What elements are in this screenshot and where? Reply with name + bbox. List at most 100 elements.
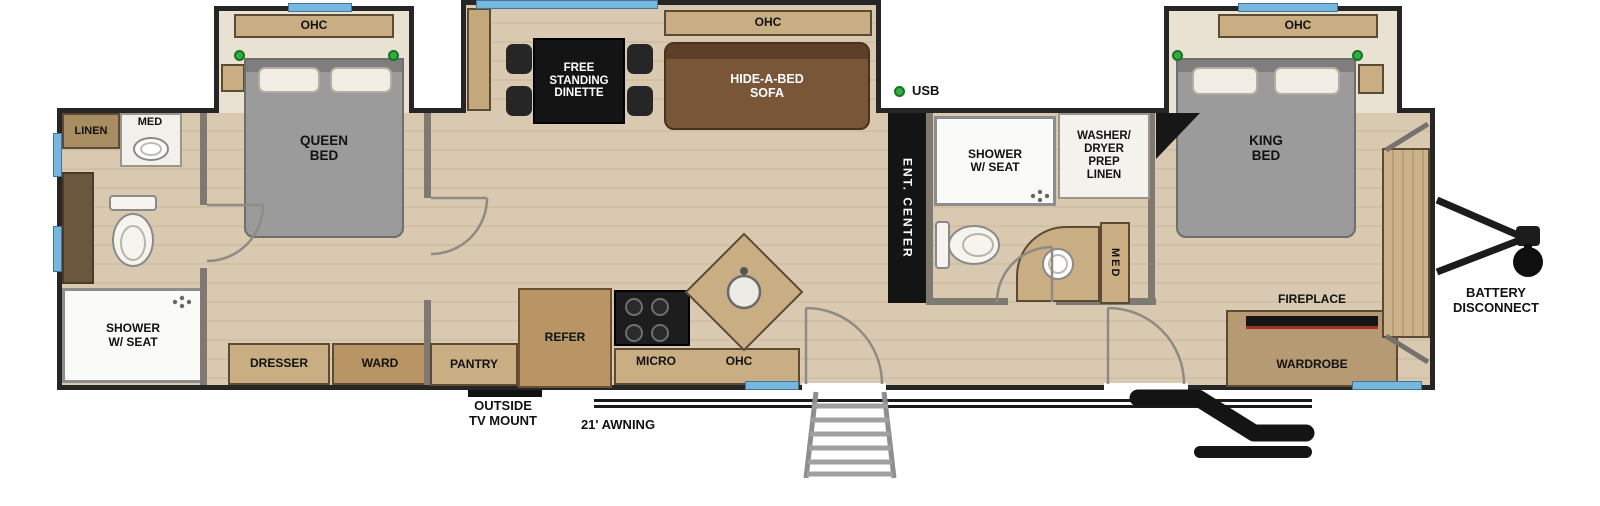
pillow: [330, 67, 392, 93]
refer-label: REFER: [544, 330, 586, 345]
dresser: DRESSER: [228, 343, 330, 385]
dinette-table: FREE STANDING DINETTE: [533, 38, 625, 124]
living-overhead-cabinet: OHC: [664, 10, 872, 36]
med-rear-label-box: MED: [118, 116, 182, 128]
kitchen-ohc-label: OHC: [725, 354, 753, 368]
pantry: PANTRY: [430, 343, 518, 386]
front-wardrobe-closet: [1382, 148, 1430, 338]
window: [476, 0, 658, 9]
shower-head-icon: [1030, 189, 1050, 203]
rear-ohc-label: OHC: [300, 18, 328, 33]
toilet-tank: [109, 195, 157, 211]
ent-center-label: ENT. CENTER: [900, 157, 915, 259]
awning-label-box: 21' AWNING: [562, 417, 674, 433]
linen-cabinet: LINEN: [62, 113, 120, 149]
wall: [424, 300, 431, 385]
awning-label: 21' AWNING: [580, 417, 656, 432]
wall: [926, 113, 933, 305]
led-light-indicator: [388, 50, 399, 61]
toilet-bowl: [120, 225, 146, 261]
rear-shower: SHOWER W/ SEAT: [62, 288, 204, 383]
fireplace-insert: [1246, 316, 1378, 329]
wardrobe-label: WARDROBE: [1276, 357, 1348, 371]
wall: [200, 268, 207, 385]
angled-wall: [1384, 121, 1430, 365]
dinette-label: FREE STANDING DINETTE: [549, 61, 609, 100]
toilet: [948, 225, 1000, 265]
window: [53, 133, 62, 177]
dresser-label: DRESSER: [249, 356, 308, 371]
living-ohc-label: OHC: [754, 15, 782, 30]
toilet: [112, 213, 154, 267]
usb-label: USB: [912, 83, 940, 98]
bath-counter: [62, 172, 94, 284]
kitchen-faucet: [740, 267, 748, 275]
wall: [424, 113, 431, 198]
hitch-a-frame: [1435, 196, 1522, 276]
door-swing: [206, 196, 1186, 385]
corner-shelf: [1156, 113, 1200, 159]
outside-tv-mount-bracket: [468, 390, 542, 397]
fireplace-wardrobe-cabinet: WARDROBE: [1226, 310, 1398, 387]
fireplace-label: FIREPLACE: [1277, 292, 1346, 306]
pillow: [258, 67, 320, 93]
window: [288, 3, 352, 12]
bath-sink-basin: [140, 142, 162, 156]
led-light-indicator: [1172, 50, 1183, 61]
led-light-indicator: [234, 50, 245, 61]
front-ohc-label: OHC: [1284, 18, 1312, 33]
hide-a-bed-sofa: HIDE-A-BED SOFA: [664, 42, 870, 130]
led-light-indicator: [1352, 50, 1363, 61]
kitchen-ohc-label-box: OHC: [702, 354, 776, 368]
fireplace-label-box: FIREPLACE: [1226, 292, 1398, 306]
medicine-cabinet: MED: [1100, 222, 1130, 304]
vanity-sink-basin: [1048, 254, 1068, 274]
window: [1238, 3, 1338, 12]
refrigerator: REFER: [518, 288, 612, 388]
entry-steps-ladder: [803, 391, 897, 479]
king-bed-label: KING BED: [1249, 132, 1283, 163]
wardrobe-rear: WARD: [332, 343, 428, 385]
pillow: [1274, 67, 1340, 95]
shower-head-icon: [172, 295, 192, 309]
toilet-bowl: [962, 233, 994, 257]
ward-label: WARD: [361, 356, 399, 371]
wall: [200, 113, 207, 205]
window: [1352, 381, 1422, 390]
outside-tv-mount-label: OUTSIDE TV MOUNT: [469, 398, 537, 428]
entry-door-opening: [802, 383, 886, 392]
pantry-label: PANTRY: [450, 356, 498, 371]
toilet-tank: [935, 221, 950, 269]
vanity-sink: [1042, 248, 1074, 280]
entertainment-center: ENT. CENTER: [888, 113, 926, 303]
king-bed: KING BED: [1176, 58, 1356, 238]
kitchen-counter: [614, 348, 800, 385]
pillow: [1192, 67, 1258, 95]
washer-dryer-label: WASHER/ DRYER PREP LINEN: [1077, 130, 1131, 181]
rear-overhead-cabinet: OHC: [234, 14, 394, 38]
linen-label: LINEN: [74, 124, 108, 137]
entry-door-opening: [1104, 383, 1188, 392]
wall: [926, 298, 1008, 305]
usb-label-box: USB: [912, 83, 956, 99]
window: [53, 226, 62, 272]
usb-port-indicator: [894, 86, 905, 97]
med-rear-label: MED: [137, 116, 163, 128]
mid-shower: SHOWER W/ SEAT: [934, 116, 1056, 206]
bath-sink: [133, 137, 169, 161]
front-overhead-cabinet: OHC: [1218, 14, 1378, 38]
queen-bed: QUEEN BED: [244, 58, 404, 238]
dinette-chairs: [506, 44, 653, 116]
hitch-coupler: [1516, 226, 1540, 246]
battery-label-box: BATTERY DISCONNECT: [1434, 285, 1558, 315]
nightstand: [1358, 64, 1384, 94]
micro-label-box: MICRO: [616, 354, 696, 368]
window: [745, 381, 799, 390]
med-mid-label: MED: [1109, 247, 1122, 279]
sofa-label: HIDE-A-BED SOFA: [730, 72, 804, 100]
queen-bed-label: QUEEN BED: [299, 132, 348, 163]
kitchen-sink: [726, 274, 762, 310]
tongue-jack-wheel: [1513, 247, 1543, 277]
